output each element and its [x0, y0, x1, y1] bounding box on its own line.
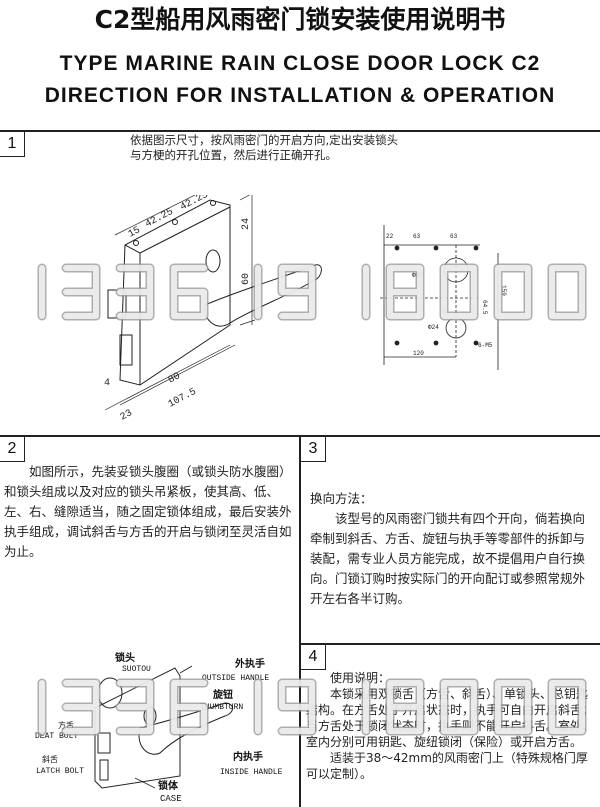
section1-text: 依据图示尺寸，按风雨密门的开启方向,定出安装锁头 与方梗的开孔位置，然后进行正确… — [130, 133, 398, 163]
dim-45: 45 — [440, 307, 447, 315]
title-english-line1: TYPE MARINE RAIN CLOSE DOOR LOCK C2 — [59, 52, 541, 75]
lock-parts-drawing: 锁头 SUOTOU 外执手 OUTSIDE HANDLE 旋钮 THUMBTUR… — [35, 651, 283, 804]
plan-dimension-lines — [383, 225, 499, 370]
label-case-en: CASE — [160, 794, 182, 804]
lock-case — [94, 667, 181, 789]
section1-text-line2: 与方梗的开孔位置，然后进行正确开孔。 — [130, 148, 337, 162]
divider — [299, 435, 301, 807]
label-thumb-en: THUMBTURN — [200, 703, 243, 712]
cylinder — [97, 677, 123, 709]
dimension-lines — [104, 195, 256, 411]
dim-phi24: Φ24 — [428, 324, 439, 331]
divider — [0, 130, 600, 132]
section3-text: 该型号的风雨密门锁共有四个开向，倘若换向牵制到斜舌、方舌、旋钮与执手等零部件的拆… — [310, 511, 586, 606]
dim-22: 22 — [386, 233, 394, 240]
label-inside-en: INSIDE HANDLE — [220, 768, 283, 777]
drilling-plan-drawing: 22 63 63 Φ30 Φ24 64.5 159 45 6-M5 120 — [380, 225, 507, 370]
label-outside-cn: 外执手 — [234, 657, 265, 671]
dim-120: 120 — [413, 350, 424, 357]
dead-bolt — [97, 732, 111, 754]
lock-body-edges — [124, 206, 231, 385]
label-latch-en: LATCH BOLT — [36, 767, 84, 776]
dim-6-m5: 6-M5 — [478, 342, 493, 349]
label-cylinder-cn: 锁头 — [115, 651, 135, 665]
title-english-line2: DIRECTION FOR INSTALLATION & OPERATION — [44, 84, 556, 107]
section4-text1: 本锁采用双锁舌（方舌、斜舌）、单锁头、总钥匙结构。在方舌处于开启状态时，执手可自… — [306, 687, 595, 749]
label-case-cn: 锁体 — [158, 779, 179, 793]
label-dead-cn: 方舌 — [58, 720, 74, 731]
dim-15: 15 — [127, 225, 143, 240]
section4-heading: 使用说明： — [306, 671, 391, 685]
screw-hole — [210, 200, 216, 206]
dim-42-25-b: 42.25 — [179, 195, 211, 214]
outside-handle-stub — [179, 665, 193, 674]
label-thumb-cn: 旋钮 — [212, 688, 233, 702]
section2-text: 如图所示，先装妥锁头腹圈（或锁头防水腹圈）和锁头组成以及对应的锁头吊紧板，使其高… — [4, 464, 292, 559]
watermark-digit-fill — [549, 265, 585, 319]
section4-text-block: 使用说明： 本锁采用双锁舌（方舌、斜舌）、单锁头、总钥匙结构。在方舌处于开启状态… — [306, 670, 596, 782]
screw-hole — [172, 219, 178, 225]
watermark-digit-outline — [547, 263, 587, 321]
section-number-2: 2 — [0, 437, 25, 462]
label-latch-cn: 斜舌 — [42, 754, 58, 765]
label-cylinder-en: SUOTOU — [122, 665, 151, 674]
lock-dimension-drawing: 15 42.25 42.25 24 60 4 80 107.5 23 — [104, 195, 322, 424]
dim-23: 23 — [119, 408, 135, 423]
thumbturn — [205, 249, 221, 273]
section1-text-line1: 依据图示尺寸，按风雨密门的开启方向,定出安装锁头 — [130, 133, 399, 147]
thumbturn — [143, 706, 157, 726]
lock-body — [119, 199, 231, 386]
section4-text2: 适装于38～42mm的风雨密门上（特殊规格门厚可以定制）。 — [306, 751, 588, 781]
dim-63-a: 63 — [413, 233, 421, 240]
dim-63-b: 63 — [450, 233, 458, 240]
label-dead-en: DEAT BOLT — [35, 732, 78, 741]
section3-text-block: 换向方法： 该型号的风雨密门锁共有四个开向，倘若换向牵制到斜舌、方舌、旋钮与执手… — [310, 489, 595, 609]
case-leader-line — [134, 777, 156, 789]
dim-60: 60 — [241, 273, 252, 285]
label-outside-en: OUTSIDE HANDLE — [202, 674, 269, 683]
dim-24: 24 — [241, 218, 252, 230]
dim-80: 80 — [167, 371, 183, 386]
section3-heading: 换向方法： — [310, 491, 373, 506]
section-number-3: 3 — [301, 437, 326, 462]
screw-hole — [133, 240, 139, 246]
dim-107-5: 107.5 — [167, 387, 199, 411]
divider — [300, 643, 600, 645]
latch-bolt — [119, 334, 133, 366]
section-number-1: 1 — [0, 132, 25, 157]
handle — [204, 264, 322, 327]
dim-159: 159 — [500, 285, 507, 296]
dim-4: 4 — [104, 378, 110, 389]
latch-bolt — [99, 759, 109, 781]
dim-64-5: 64.5 — [481, 300, 488, 315]
dim-phi30: Φ30 — [412, 272, 423, 279]
label-inside-cn: 内执手 — [233, 750, 263, 764]
section-number-4: 4 — [301, 645, 326, 670]
title-chinese: C2型船用风雨密门锁安装使用说明书 — [94, 5, 506, 34]
